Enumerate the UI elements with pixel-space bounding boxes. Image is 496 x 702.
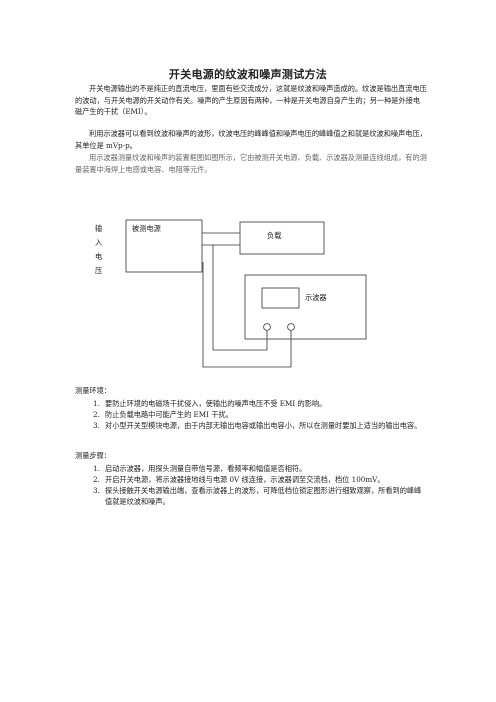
oscilloscope-label: 示波器	[305, 293, 327, 302]
input-label-char: 输	[95, 224, 102, 233]
psu-box	[125, 219, 203, 273]
page-title: 开关电源的纹波和噪声测试方法	[168, 68, 328, 81]
input-label-char: 电	[95, 252, 102, 261]
oscilloscope-screen	[261, 287, 300, 309]
setup-paragraph: 用示波器测量纹波和噪声的装置框图如图所示，它由被测开关电源、负载、示波器及测量连…	[75, 153, 427, 174]
oscilloscope-box	[244, 274, 367, 340]
list-item: 2.防止负载电路中可能产生的 EMI 干扰。	[93, 410, 233, 419]
wire-psu-scope-ground	[202, 262, 292, 368]
probe-jack-left	[263, 323, 271, 331]
psu-label: 被测电源	[132, 224, 161, 233]
list-item: 1.要防止环境的电磁场干扰侵入，使输出的噪声电压不受 EMI 的影响。	[93, 399, 327, 408]
list-item: 3.对小型开关型模块电源，由于内部无输出电容或输出电容小，所以在测量时要加上适当…	[93, 421, 422, 430]
steps-heading: 测量步骤：	[75, 451, 111, 460]
wire-psu-scope-signal	[212, 245, 268, 351]
input-label-char: 入	[95, 238, 102, 247]
load-label: 负载	[267, 231, 281, 240]
probe-jack-right	[287, 323, 295, 331]
list-item: 1.启动示波器，用探头测量自带信号源，看频率和幅值是否相符。	[93, 464, 307, 473]
list-item: 2.开启开关电源，将示波器接地线与电源 0V 线连接，示波器调至交流档，档位 1…	[93, 475, 385, 484]
steps-list: 1.启动示波器，用探头测量自带信号源，看频率和幅值是否相符。 2.开启开关电源，…	[75, 463, 425, 507]
load-box	[239, 221, 325, 255]
env-heading: 测量环境：	[75, 386, 111, 395]
input-label-char: 压	[95, 266, 102, 275]
method-paragraph: 利用示波器可以看到纹波和噪声的波形，纹波电压的峰峰值和噪声电压的峰峰值之和就是纹…	[75, 129, 427, 150]
env-list: 1.要防止环境的电磁场干扰侵入，使输出的噪声电压不受 EMI 的影响。 2.防止…	[75, 398, 425, 431]
list-item: 3.探头接触开关电源输出端，查看示波器上的波形，可降低档位锁定图形进行细致观察，…	[93, 486, 422, 506]
intro-paragraph: 开关电源输出的不是纯正的直流电压，里面有些交流成分，这就是纹波和噪声造成的。纹波…	[75, 84, 427, 116]
